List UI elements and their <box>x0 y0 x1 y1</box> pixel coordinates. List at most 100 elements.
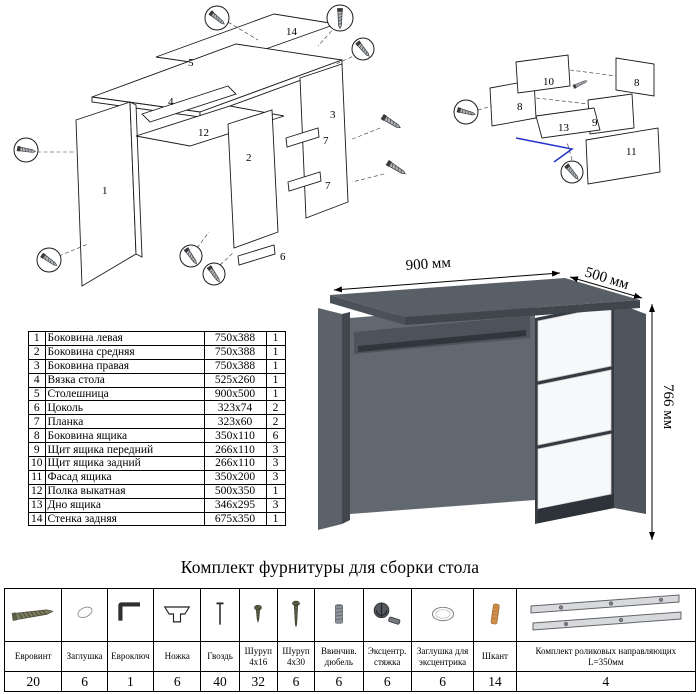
part-qty: 6 <box>265 428 286 444</box>
hardware-label: Евровинт <box>3 641 63 672</box>
hardware-label: Эксцентр. стяжка <box>362 641 412 672</box>
tabletop-surface <box>330 278 640 317</box>
part-number: 4 <box>28 372 46 388</box>
part-number: 5 <box>28 386 46 402</box>
part-number: 1 <box>28 331 46 346</box>
part-name: Цоколь <box>44 400 205 416</box>
fastener-callouts <box>13 4 408 286</box>
keyboard-tray-slot <box>358 330 526 352</box>
part-middle-side-panel <box>227 109 279 249</box>
screw-4x30-icon <box>276 588 316 642</box>
part-drawer-facade <box>585 127 661 185</box>
hardware-qty: 40 <box>200 671 240 692</box>
hardware-kit-title: Комплект фурнитуры для сборки стола <box>180 557 480 577</box>
part-number: 8 <box>28 428 46 444</box>
drawer-exploded-diagram: 10 8 8 9 13 11 <box>453 54 661 185</box>
part-size: 266x110 <box>203 456 267 471</box>
part-size: 323x74 <box>203 400 267 416</box>
part-qty: 1 <box>265 483 286 499</box>
hardware-label: Ножка <box>153 641 202 672</box>
part-label: 8 <box>634 77 640 89</box>
part-label: 14 <box>286 26 298 38</box>
part-label: 13 <box>558 122 570 134</box>
plinth <box>538 494 614 523</box>
part-size: 900x500 <box>203 386 267 402</box>
part-pullout-shelf <box>135 105 285 147</box>
part-drawer-side-right <box>615 57 655 97</box>
hardware-label: Шкант <box>473 641 517 672</box>
nail-icon <box>200 588 240 642</box>
drawer-slides-icon <box>515 588 697 642</box>
part-size: 266x110 <box>203 442 267 458</box>
part-qty: 2 <box>265 414 286 430</box>
part-number: 13 <box>28 497 46 513</box>
part-size: 750x388 <box>203 344 267 360</box>
part-name: Стенка задняя <box>44 511 205 527</box>
cap-icon <box>61 588 108 642</box>
part-label: 7 <box>325 180 331 192</box>
hardware-table: Евровинт Заглушка Евроключ Ножка Гвоздь … <box>3 588 697 692</box>
part-plank-upper <box>285 127 320 148</box>
screw-4x16-icon <box>238 588 278 642</box>
part-number: 6 <box>28 400 46 416</box>
wooden-dowel-icon <box>473 588 517 642</box>
part-number: 12 <box>28 483 46 499</box>
left-leg-edge <box>342 312 350 524</box>
part-number: 3 <box>28 358 46 374</box>
part-name: Планка <box>44 414 205 430</box>
screw-in-dowel-icon <box>314 588 364 642</box>
tabletop-left-edge <box>330 295 405 325</box>
part-size: 675x350 <box>203 511 267 527</box>
desk-render: 900 мм 500 мм 766 мм <box>318 256 676 540</box>
part-plank-lower <box>287 171 322 192</box>
hardware-quantities-row: 20 6 1 6 40 32 6 6 6 6 14 4 <box>3 671 697 692</box>
drawer-part-number-labels: 10 8 8 9 13 11 <box>517 76 640 158</box>
part-size: 525x260 <box>203 372 267 388</box>
part-qty: 3 <box>265 469 286 485</box>
part-qty: 3 <box>265 442 286 458</box>
part-size: 500x350 <box>203 483 267 499</box>
hardware-label: Гвоздь <box>200 641 240 672</box>
hardware-icons-row <box>3 588 697 642</box>
drawer-unit-right-side <box>614 302 646 514</box>
part-size: 750x388 <box>203 331 267 346</box>
part-label: 9 <box>592 117 598 129</box>
part-name: Столешница <box>44 386 205 402</box>
part-label: 2 <box>246 152 252 164</box>
part-number: 10 <box>28 456 46 471</box>
part-size: 350x110 <box>203 428 267 444</box>
hardware-label: Шуруп 4х30 <box>276 641 316 672</box>
width-dimension: 900 мм <box>405 256 452 274</box>
hardware-label: Комплект роликовых направляющих L=350мм <box>515 641 697 672</box>
part-name: Боковина средняя <box>44 344 205 360</box>
hardware-label: Заглушка <box>61 641 108 672</box>
part-qty: 1 <box>265 331 286 346</box>
part-name: Полка выкатная <box>44 483 205 499</box>
part-number: 9 <box>28 442 46 458</box>
part-plinth <box>237 244 276 266</box>
part-qty: 2 <box>265 400 286 416</box>
cam-cap-icon <box>410 588 475 642</box>
part-number: 11 <box>28 469 46 485</box>
annotation-line <box>515 137 574 163</box>
drawer-front-middle <box>537 369 612 446</box>
confirmat-screw-icon <box>3 588 63 642</box>
part-qty: 3 <box>265 497 286 513</box>
part-number: 2 <box>28 344 46 360</box>
hardware-qty: 14 <box>473 671 517 692</box>
part-number: 14 <box>28 511 46 527</box>
furniture-foot-icon <box>153 588 202 642</box>
part-size: 750x388 <box>203 358 267 374</box>
part-qty: 1 <box>265 358 286 374</box>
part-name: Щит ящика задний <box>44 456 205 471</box>
part-left-side-panel <box>75 101 143 287</box>
hex-key-icon <box>106 588 155 642</box>
